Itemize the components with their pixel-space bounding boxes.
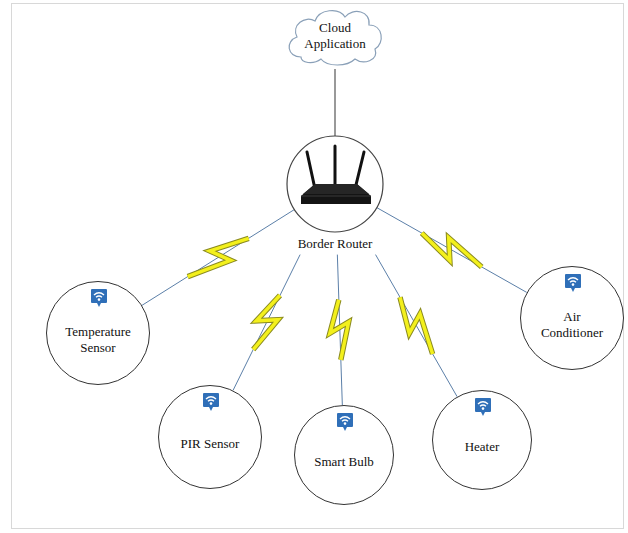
router-icon [285, 134, 385, 234]
device-circle: Temperature Sensor [46, 281, 150, 385]
node-label: Smart Bulb [314, 454, 374, 470]
device-circle: PIR Sensor [158, 385, 262, 489]
wifi-icon [336, 412, 354, 432]
wifi-icon [474, 397, 492, 417]
node-label: Cloud Application [298, 20, 372, 51]
device-circle: Smart Bulb [294, 405, 394, 505]
cloud-node: Cloud Application [283, 3, 387, 69]
wireless-link [377, 208, 527, 293]
node-label: Border Router [280, 236, 390, 252]
router-node: Border Router [280, 134, 390, 252]
node-label: Heater [465, 439, 500, 455]
uplink-line [335, 69, 336, 136]
wireless-link [142, 210, 294, 306]
wireless-link [233, 255, 300, 391]
wireless-link [376, 255, 458, 397]
wifi-icon [90, 288, 108, 308]
wifi-icon [564, 273, 582, 293]
device-circle: Air Conditioner [520, 266, 624, 370]
wifi-icon [202, 392, 220, 412]
wireless-link [330, 255, 349, 405]
node-label: Air Conditioner [533, 309, 611, 340]
node-label: Temperature Sensor [59, 324, 137, 355]
device-circle: Heater [432, 390, 532, 490]
node-label: PIR Sensor [181, 436, 240, 452]
